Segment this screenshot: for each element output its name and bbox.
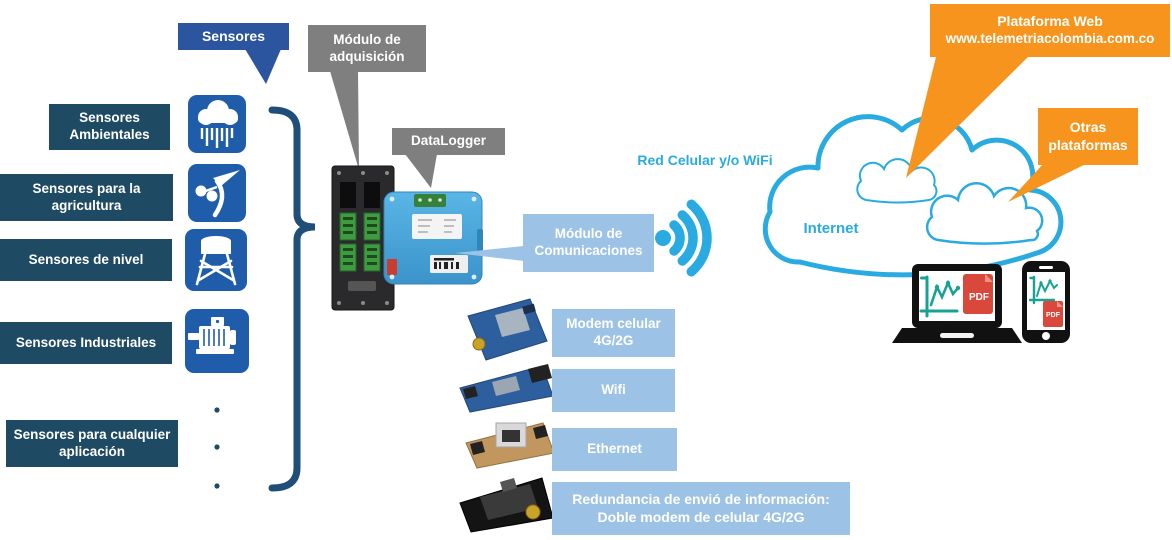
network-label: Red Celular y/o WiFi	[637, 152, 773, 169]
wind-sensor-icon	[188, 164, 246, 222]
acquisition-module-callout: Módulo de adquisición	[308, 25, 426, 72]
dual-modem-pcb-photo	[459, 477, 554, 533]
modem-pcb-photo	[467, 298, 548, 361]
web-platform-pointer	[906, 57, 1028, 178]
option-ethernet: Ethernet	[552, 428, 677, 471]
web-platform-url: www.telemetriacolombia.com.co	[945, 30, 1155, 46]
wifi-pcb-photo	[459, 364, 554, 413]
datalogger-device-photo	[331, 165, 483, 311]
tank-level-sensor-icon	[185, 229, 247, 291]
ethernet-pcb-photo	[465, 422, 555, 469]
phone-pdf-label: PDF	[1046, 312, 1061, 319]
smartphone-report-icon: PDF	[1022, 261, 1070, 343]
comms-callout-pointer	[455, 246, 524, 261]
sensores-callout: Sensores	[178, 23, 289, 50]
acquisition-callout-pointer	[330, 71, 359, 170]
sensor-label-industriales: Sensores Industriales	[0, 322, 172, 364]
sensor-label-ambientales: Sensores Ambientales	[49, 104, 170, 150]
other-platforms-callout: Otras plataformas	[1038, 108, 1138, 165]
motor-sensor-icon	[185, 309, 249, 373]
web-platform-callout: Plataforma Web www.telemetriacolombia.co…	[930, 4, 1170, 57]
option-modem-celular: Modem celular 4G/2G	[552, 309, 675, 357]
internet-label: Internet	[803, 219, 859, 237]
sensores-callout-pointer	[245, 49, 281, 84]
laptop-report-icon: PDF	[892, 264, 1022, 343]
web-platform-title: Plataforma Web	[997, 13, 1103, 30]
wifi-signal-icon	[655, 199, 712, 277]
option-redundancia: Redundancia de envió de información: Dob…	[552, 482, 850, 535]
sensor-label-cualquier-aplicacion: Sensores para cualquier aplicación	[6, 420, 178, 467]
laptop-pdf-label: PDF	[969, 292, 989, 303]
rain-sensor-icon	[188, 95, 246, 153]
datalogger-callout-pointer	[405, 154, 437, 188]
sensor-label-agricultura: Sensores para la agricultura	[0, 174, 173, 221]
option-wifi: Wifi	[552, 369, 675, 412]
sensors-brace	[268, 106, 316, 492]
sensor-label-nivel: Sensores de nivel	[0, 239, 172, 281]
other-platforms-pointer	[1008, 163, 1088, 202]
comms-module-callout: Módulo de Comunicaciones	[523, 214, 654, 272]
ellipsis-dots	[214, 407, 220, 489]
datalogger-callout: DataLogger	[392, 128, 505, 155]
small-cloud-1	[856, 158, 938, 204]
